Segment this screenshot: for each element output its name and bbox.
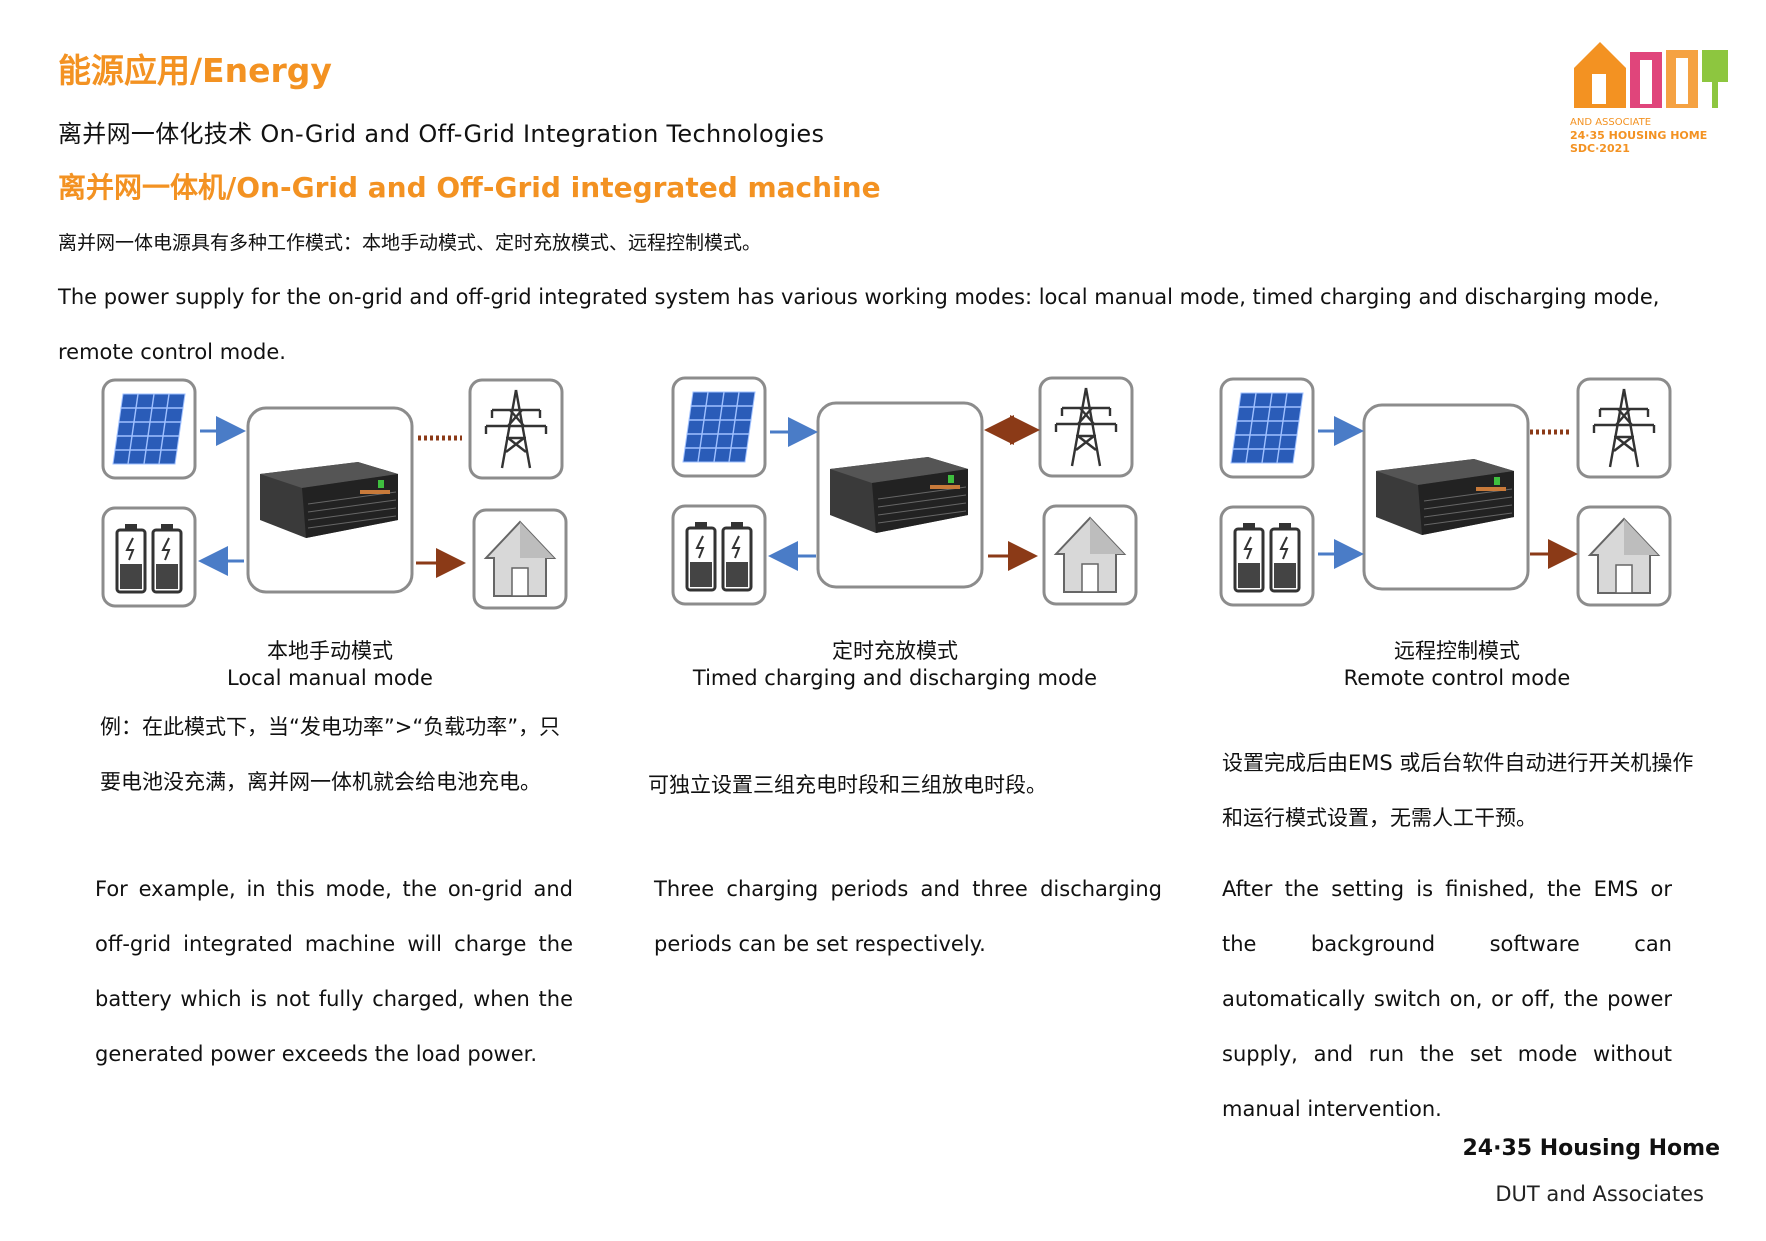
house-icon [472,508,568,610]
caption-cn: 本地手动模式 [267,639,393,663]
battery-icon [101,506,197,608]
intro-en: The power supply for the on-grid and off… [58,285,1660,364]
house-icon [1576,505,1672,607]
caption-cn: 定时充放模式 [832,639,958,663]
logo-line2: 24·35 HOUSING HOME [1570,129,1708,142]
power-tower-icon [1038,376,1134,478]
caption-cn: 远程控制模式 [1394,639,1520,663]
power-tower-icon [468,378,564,480]
logo: AND ASSOCIATE 24·35 HOUSING HOME SDC·202… [1570,38,1730,158]
caption-local-manual: 本地手动模式 Local manual mode [70,638,590,692]
page-subtitle: 离并网一体化技术 On-Grid and Off-Grid Integratio… [58,120,825,148]
desc-en-local-manual: For example, in this mode, the on-grid a… [95,877,573,1066]
diagram-timed-charging [671,376,1138,606]
desc-cn-local-manual: 例：在此模式下，当“发电功率”>“负载功率”，只要电池没充满，离并网一体机就会给… [100,715,561,794]
desc-cn-remote-control: 设置完成后由EMS 或后台软件自动进行开关机操作和运行模式设置，无需人工干预。 [1222,751,1694,830]
logo-line3: SDC·2021 [1570,142,1630,155]
battery-icon [671,504,767,606]
diagram-local-manual [101,378,568,610]
integrated-machine-icon [1362,403,1530,591]
diagram-remote-control [1219,377,1672,607]
page-title: 能源应用/Energy [58,51,332,90]
caption-remote-control: 远程控制模式 Remote control mode [1197,638,1717,692]
solar-panel-icon [671,376,767,478]
solar-panel-icon [101,378,197,480]
solar-panel-icon [1219,377,1315,479]
footer-team-name: DUT and Associates [1495,1182,1704,1206]
battery-icon [1219,505,1315,607]
caption-en: Local manual mode [227,666,433,690]
integrated-machine-icon [816,401,984,589]
caption-timed-charging: 定时充放模式 Timed charging and discharging mo… [635,638,1155,692]
house-icon [1042,504,1138,606]
section-heading: 离并网一体机/On-Grid and Off-Grid integrated m… [58,171,881,204]
intro-cn: 离并网一体电源具有多种工作模式：本地手动模式、定时充放模式、远程控制模式。 [58,232,762,254]
power-tower-icon [1576,377,1672,479]
desc-en-remote-control: After the setting is finished, the EMS o… [1222,877,1672,1121]
caption-en: Remote control mode [1343,666,1571,690]
caption-en: Timed charging and discharging mode [692,666,1098,690]
logo-line1: AND ASSOCIATE [1570,117,1652,128]
footer-project-name: 24·35 Housing Home [1462,1136,1720,1161]
house-logo-icon [1574,42,1728,108]
integrated-machine-icon [246,406,414,594]
desc-en-timed-charging: Three charging periods and three dischar… [654,877,1162,956]
desc-cn-timed-charging: 可独立设置三组充电时段和三组放电时段。 [648,773,1047,797]
